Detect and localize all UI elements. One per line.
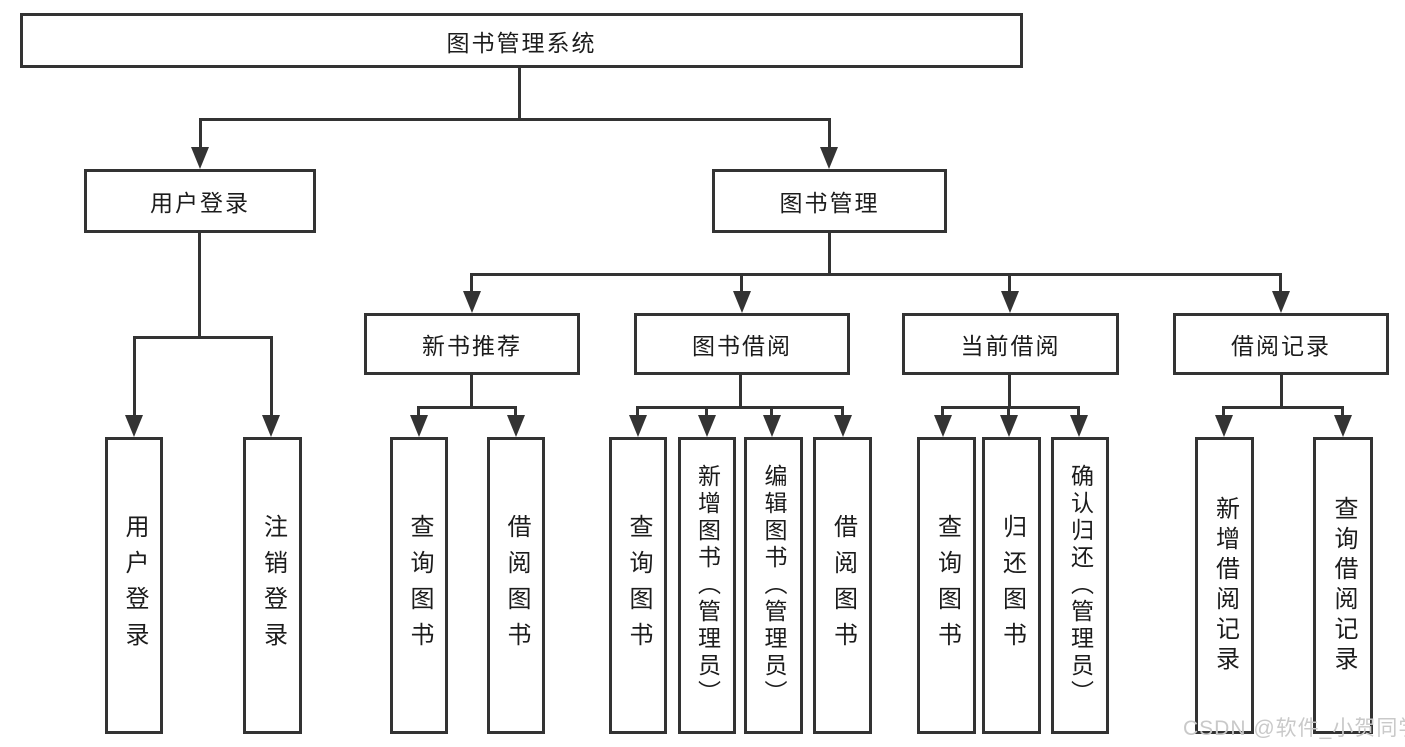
connector-line	[770, 406, 773, 417]
leaf-borrow-books-borrowing: 借阅图书	[813, 437, 872, 734]
connector-line	[270, 336, 273, 416]
connector-line	[1077, 406, 1080, 417]
arrow-down-icon	[262, 415, 280, 437]
arrow-down-icon	[733, 291, 751, 313]
arrow-down-icon	[763, 415, 781, 437]
connector-line	[1008, 273, 1011, 293]
leaf-add-borrow-record: 新增借阅记录	[1195, 437, 1254, 734]
connector-line	[828, 118, 831, 148]
leaf-logout-login: 注销登录	[243, 437, 302, 734]
connector-line	[828, 233, 831, 273]
node-user-login: 用户登录	[84, 169, 316, 233]
connector-line	[417, 406, 517, 409]
connector-line	[1279, 273, 1282, 293]
arrow-down-icon	[1070, 415, 1088, 437]
arrow-down-icon	[1000, 415, 1018, 437]
node-root: 图书管理系统	[20, 13, 1023, 68]
connector-line	[470, 273, 473, 293]
arrow-down-icon	[507, 415, 525, 437]
connector-line	[470, 375, 473, 406]
arrow-down-icon	[125, 415, 143, 437]
leaf-query-books-recommend: 查询图书	[390, 437, 448, 734]
leaf-query-books-borrowing: 查询图书	[609, 437, 667, 734]
watermark: CSDN @软件_小贺同学	[1183, 717, 1405, 740]
connector-line	[705, 406, 708, 417]
node-current-borrowing: 当前借阅	[902, 313, 1119, 375]
leaf-borrow-books-recommend: 借阅图书	[487, 437, 545, 734]
leaf-query-books-current: 查询图书	[917, 437, 976, 734]
leaf-confirm-return-admin: 确认归还（管理员）	[1051, 437, 1109, 734]
leaf-query-borrow-record: 查询借阅记录	[1313, 437, 1373, 734]
arrow-down-icon	[1334, 415, 1352, 437]
arrow-down-icon	[820, 147, 838, 169]
connector-line	[518, 68, 521, 118]
connector-line	[133, 336, 273, 339]
connector-line	[1280, 375, 1283, 406]
arrow-down-icon	[1001, 291, 1019, 313]
connector-line	[941, 406, 944, 417]
connector-line	[1008, 375, 1011, 406]
arrow-down-icon	[463, 291, 481, 313]
leaf-return-books: 归还图书	[982, 437, 1041, 734]
connector-line	[841, 406, 844, 417]
connector-line	[199, 118, 831, 121]
arrow-down-icon	[191, 147, 209, 169]
connector-line	[941, 406, 1080, 409]
connector-line	[636, 406, 639, 417]
node-book-borrowing: 图书借阅	[634, 313, 850, 375]
connector-line	[739, 375, 742, 406]
arrow-down-icon	[934, 415, 952, 437]
connector-line	[1007, 406, 1010, 417]
connector-line	[1222, 406, 1344, 409]
arrow-down-icon	[410, 415, 428, 437]
connector-line	[470, 273, 1282, 276]
arrow-down-icon	[629, 415, 647, 437]
connector-line	[740, 273, 743, 293]
arrow-down-icon	[1272, 291, 1290, 313]
arrow-down-icon	[1215, 415, 1233, 437]
connector-line	[514, 406, 517, 417]
leaf-add-books-admin: 新增图书（管理员）	[678, 437, 736, 734]
connector-line	[417, 406, 420, 417]
connector-line	[636, 406, 844, 409]
connector-line	[199, 118, 202, 148]
arrow-down-icon	[698, 415, 716, 437]
node-borrowing-records: 借阅记录	[1173, 313, 1389, 375]
arrow-down-icon	[834, 415, 852, 437]
node-book-management: 图书管理	[712, 169, 947, 233]
connector-line	[1341, 406, 1344, 417]
leaf-edit-books-admin: 编辑图书（管理员）	[744, 437, 803, 734]
node-new-book-recommendation: 新书推荐	[364, 313, 580, 375]
connector-line	[198, 233, 201, 336]
leaf-user-login: 用户登录	[105, 437, 163, 734]
connector-line	[133, 336, 136, 416]
connector-line	[1222, 406, 1225, 417]
